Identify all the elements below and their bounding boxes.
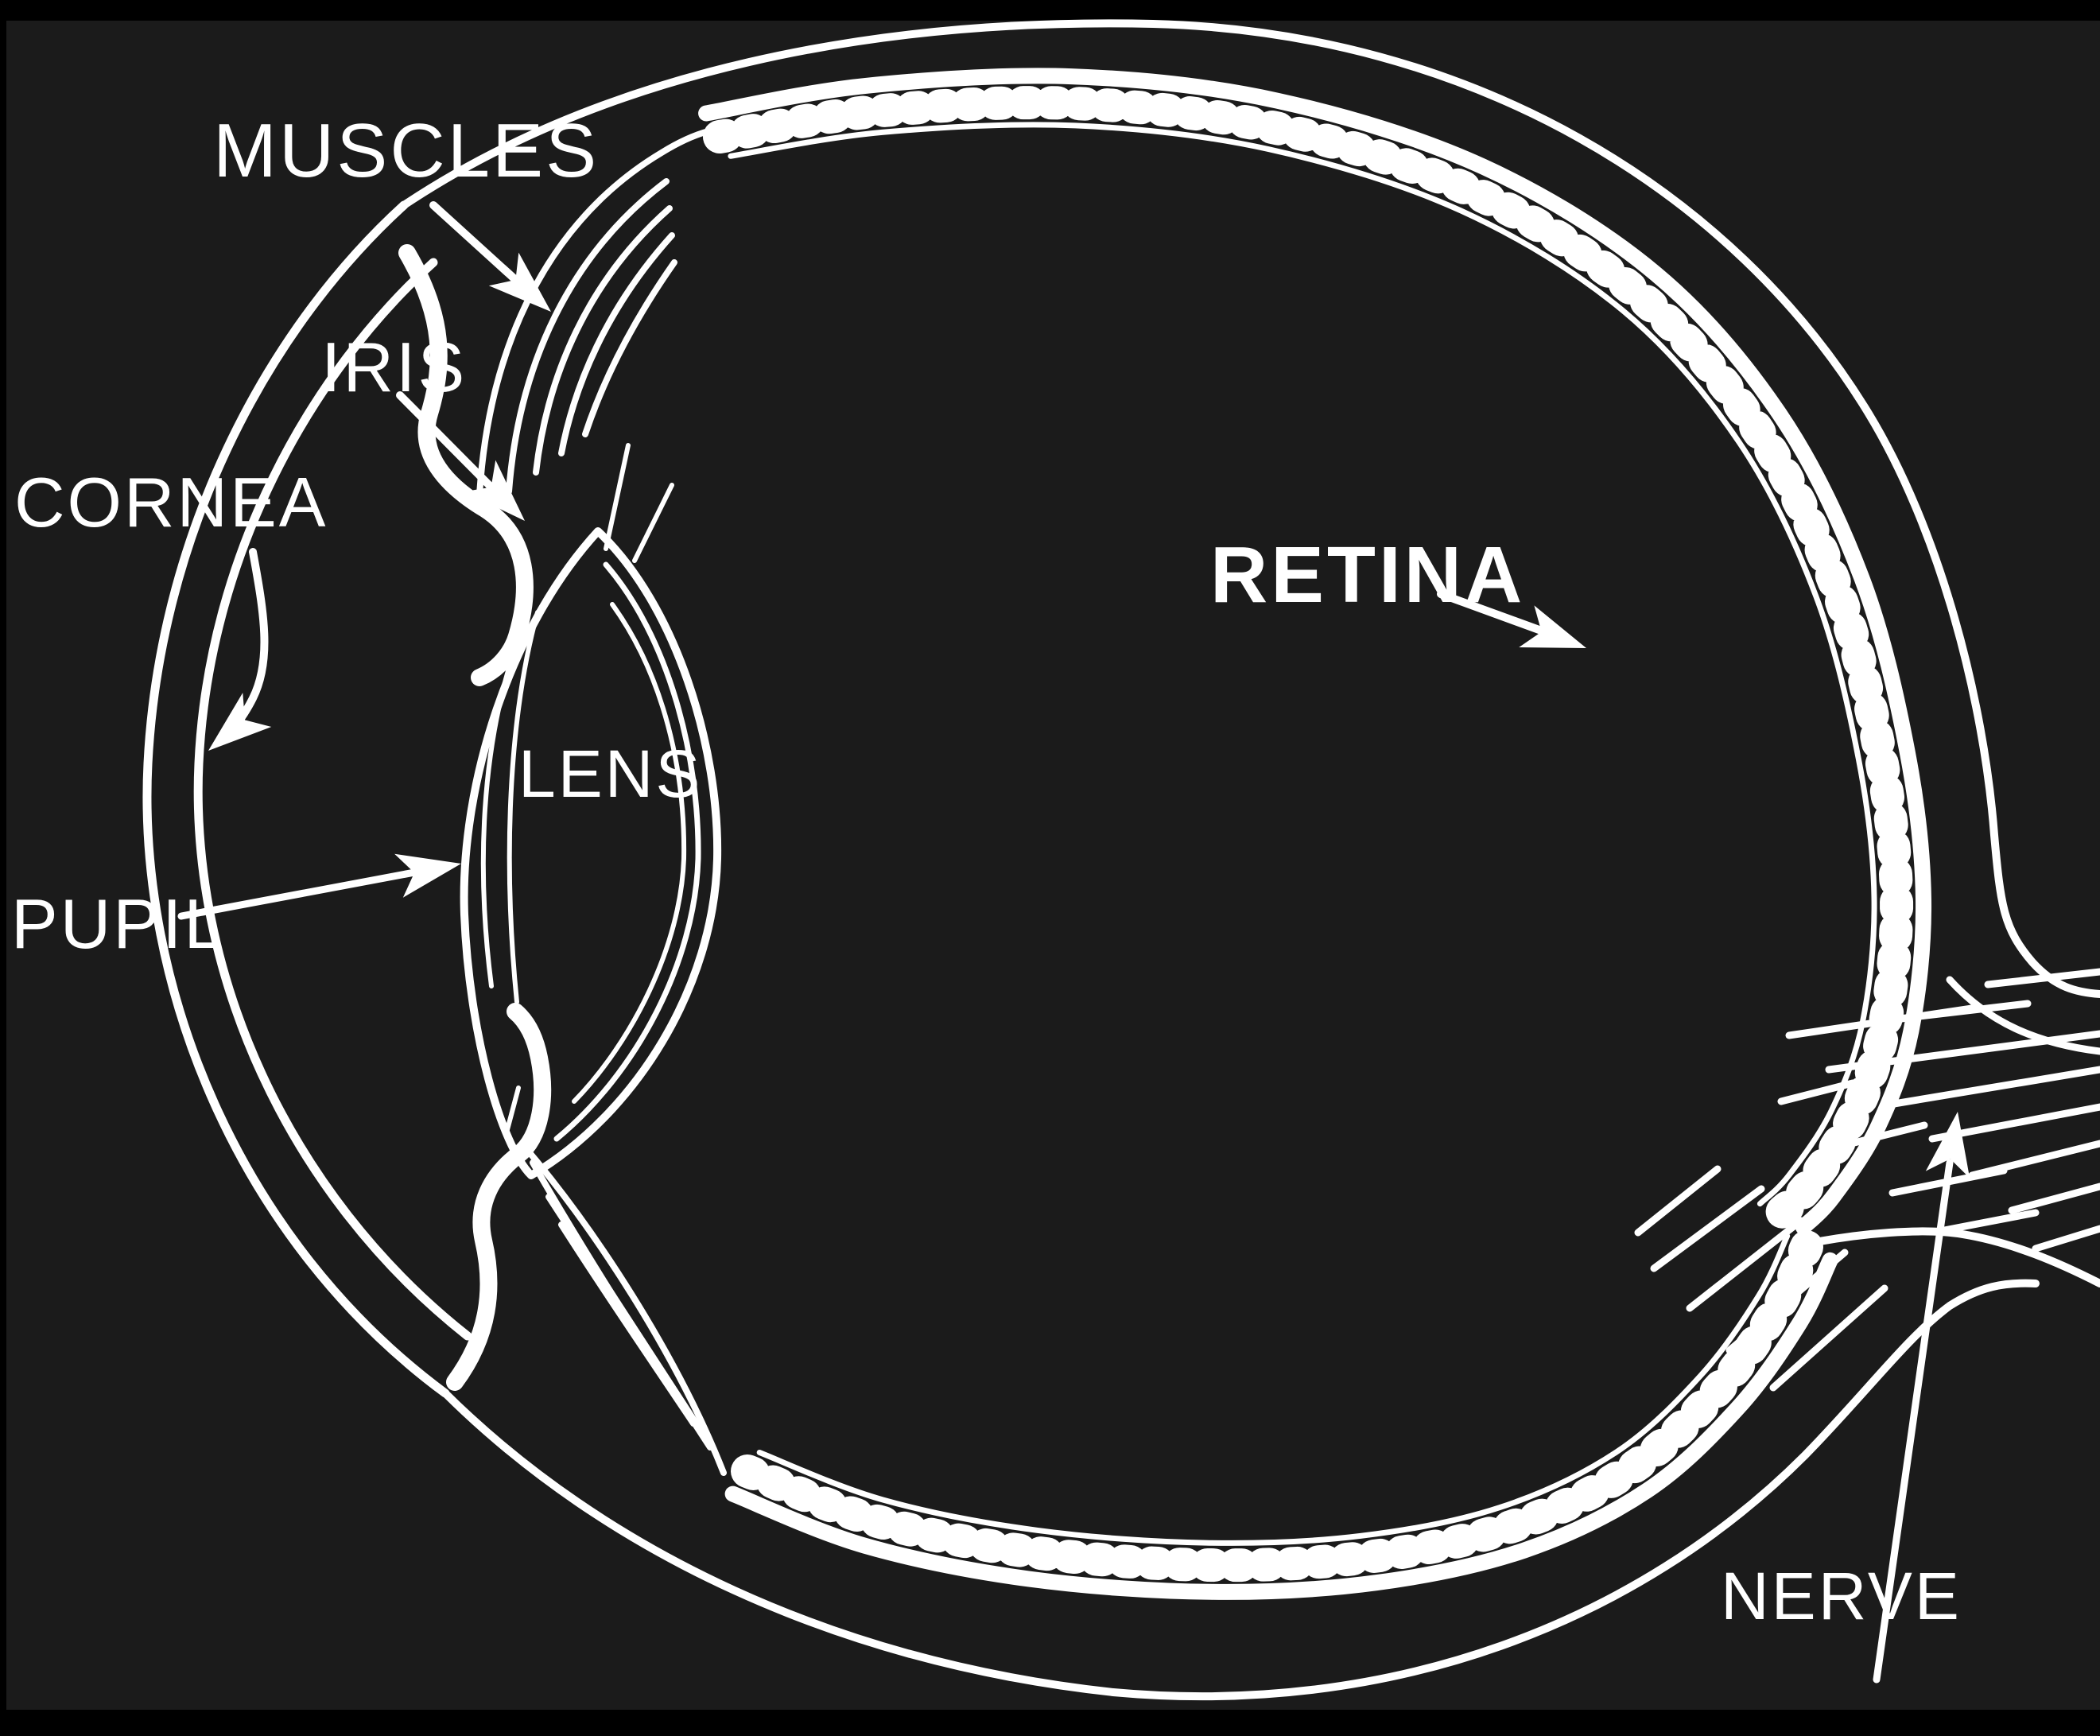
nerve-head-striation [1725, 1249, 1849, 1354]
iris-upper-flap [398, 244, 534, 686]
muscles-arrow [429, 201, 551, 312]
pupil-arrow-line [177, 864, 440, 920]
iris-arrow-line [396, 391, 507, 503]
ciliary-muscle-lower [520, 1142, 727, 1476]
cornea-arrowhead [208, 693, 272, 751]
nerve-head-striation [1650, 1185, 1765, 1272]
retina-inner-line-bottom [756, 1233, 1791, 1546]
muscle-fiber-line [476, 127, 715, 514]
muscle-fiber-line [520, 1142, 727, 1476]
nerve-arrowhead [1925, 1112, 1970, 1179]
sclera-outline [400, 19, 2100, 1701]
iris-arrow [396, 391, 525, 521]
lens-layer-line [572, 602, 687, 1104]
label-muscles: MUSCLES [213, 108, 599, 193]
nerve-fiber-line [1777, 1079, 1857, 1105]
label-pupil: PUPIL [11, 884, 225, 963]
nerve-head-striation [1634, 1165, 1722, 1237]
retina-arrowhead [1519, 605, 1586, 648]
nerve-head-striation [1769, 1284, 1888, 1392]
nerve-fiber-line [1936, 1209, 2040, 1235]
lens-layer-line [507, 610, 540, 1004]
lens-structure [460, 527, 722, 1179]
cornea-outer-arc [142, 200, 450, 1398]
cornea-structure [142, 200, 472, 1398]
nerve-fiber-line [1984, 968, 2100, 988]
muscles-arrowhead [488, 252, 551, 312]
nerve-sheath-lower-line [1795, 1227, 2100, 1287]
zonule-line [632, 483, 674, 563]
sclera-outer-top-line [400, 19, 2100, 998]
lens-layer-line [553, 561, 701, 1142]
cornea-inner-arc [193, 258, 472, 1341]
ciliary-muscle-upper [476, 127, 715, 514]
diagram-canvas [6, 21, 2100, 1710]
retina-hatching-top [703, 86, 1914, 1231]
iris-lower-flap [446, 1003, 552, 1391]
muscle-fiber-line [533, 205, 673, 476]
muscle-fiber-line [506, 178, 670, 495]
choroid-band-bottom [724, 1252, 1838, 1600]
nerve-fiber-line [2008, 1183, 2100, 1214]
zonule-line [604, 443, 631, 551]
label-lens: LENS [518, 736, 702, 811]
lens-outline [460, 527, 722, 1179]
label-iris: IRIS [321, 328, 467, 406]
muscles-arrow-line [429, 201, 532, 295]
label-cornea: CORNEA [14, 463, 328, 542]
iris-structure [398, 244, 552, 1391]
cornea-arrow [208, 548, 272, 751]
label-nerve: NERVE [1721, 1559, 1962, 1633]
retina-arrow [1437, 590, 1586, 648]
muscle-fiber-line [558, 232, 675, 456]
nerve-fiber-line [1825, 1030, 2100, 1074]
retina-band-bottom [724, 1230, 1838, 1600]
iris-arrowhead [464, 460, 525, 521]
lens-layer-line [480, 666, 511, 988]
muscle-fiber-line [582, 259, 677, 437]
retina-hatching-bottom [731, 1230, 1823, 1583]
choroid-band-top [698, 68, 1932, 1236]
nerve-fiber-line [1841, 1121, 1928, 1149]
nerve-sheath-upper-inner-line [1946, 976, 2100, 1055]
nerve-arrow-line [1873, 1159, 1954, 1684]
sclera-outer-bottom-line [441, 1279, 2040, 1701]
retina-arrow-line [1437, 590, 1556, 639]
nerve-fiber-line [1881, 1066, 2100, 1109]
nerve-arrow [1873, 1112, 1970, 1684]
pupil-arrowhead [394, 853, 461, 898]
pupil-arrow [177, 853, 461, 920]
nerve-fiber-line [1888, 1000, 2032, 1023]
nerve-head-striation [1686, 1217, 1805, 1312]
label-retina: RETINA [1210, 530, 1525, 619]
muscle-fiber-line [558, 1221, 697, 1427]
nerve-fiber-line [2032, 1225, 2100, 1252]
